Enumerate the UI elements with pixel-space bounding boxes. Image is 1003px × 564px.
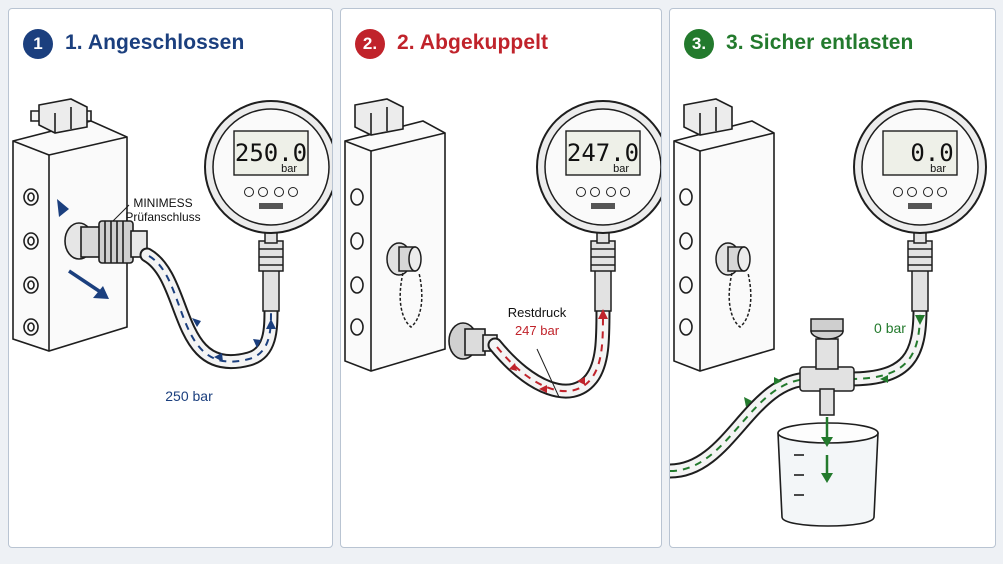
step-title-3: 3. Sicher entlasten: [726, 31, 914, 54]
pressure-gauge-icon: [536, 100, 661, 234]
flow-arrow-icon: [509, 309, 608, 393]
gauge-connector: [590, 220, 616, 312]
gauge-unit-1: bar: [281, 163, 297, 175]
gauge-unit-2: bar: [613, 163, 629, 175]
step-badge-1: 1: [23, 29, 53, 59]
residual-value: 247 bar: [515, 323, 560, 338]
step-3-illustration: 0.0 bar 0 bar: [670, 98, 987, 527]
gauge-readout-1: 250.0: [235, 139, 307, 167]
hose-pressure-3: 0 bar: [874, 320, 906, 336]
hose: [139, 247, 279, 369]
panel-step-1: 1 1. Angeschlossen: [8, 8, 333, 548]
step-badge-3: 3.: [684, 29, 714, 59]
flow-arrow-icon: [744, 315, 925, 483]
hose: [487, 301, 611, 399]
callout-pruefanschluss: Prüfanschluss: [125, 210, 200, 224]
manifold-block-icon: [673, 98, 775, 372]
flow-arrow-icon: [57, 199, 276, 362]
drain-hose: [670, 371, 811, 479]
manifold-block-icon: [344, 98, 446, 372]
step-badge-2: 2.: [355, 29, 385, 59]
gauge-readout-2: 247.0: [567, 139, 639, 167]
pressure-gauge-icon: [853, 100, 987, 234]
panel-step-2: 2. 2. Abgekuppelt: [340, 8, 662, 548]
gauge-connector: [907, 220, 933, 312]
callout-line: [536, 348, 560, 398]
bleed-valve-icon: [799, 318, 855, 416]
step-1-illustration: 250.0 bar MINIMESS Prüfanschluss 250 bar: [12, 98, 332, 404]
gauge-readout-3: 0.0: [910, 139, 953, 167]
step-title-1: 1. Angeschlossen: [65, 31, 245, 54]
gauge-connector: [258, 220, 284, 312]
panel-step-3: 3. 3. Sicher entlasten: [669, 8, 996, 548]
dust-cap-icon: [715, 242, 752, 328]
step-2-illustration: 247.0 bar Restdruck 247 bar: [344, 98, 661, 399]
callout-line: [112, 204, 130, 222]
minimess-coupling-icon: [64, 220, 148, 264]
hose-pressure-1: 250 bar: [165, 388, 213, 404]
dust-cap-icon: [386, 242, 423, 328]
step-title-2: 2. Abgekuppelt: [397, 31, 549, 54]
residual-label: Restdruck: [508, 305, 567, 320]
gauge-unit-3: bar: [930, 163, 946, 175]
callout-minimess: MINIMESS: [133, 196, 192, 210]
pressure-gauge-icon: [204, 100, 332, 234]
